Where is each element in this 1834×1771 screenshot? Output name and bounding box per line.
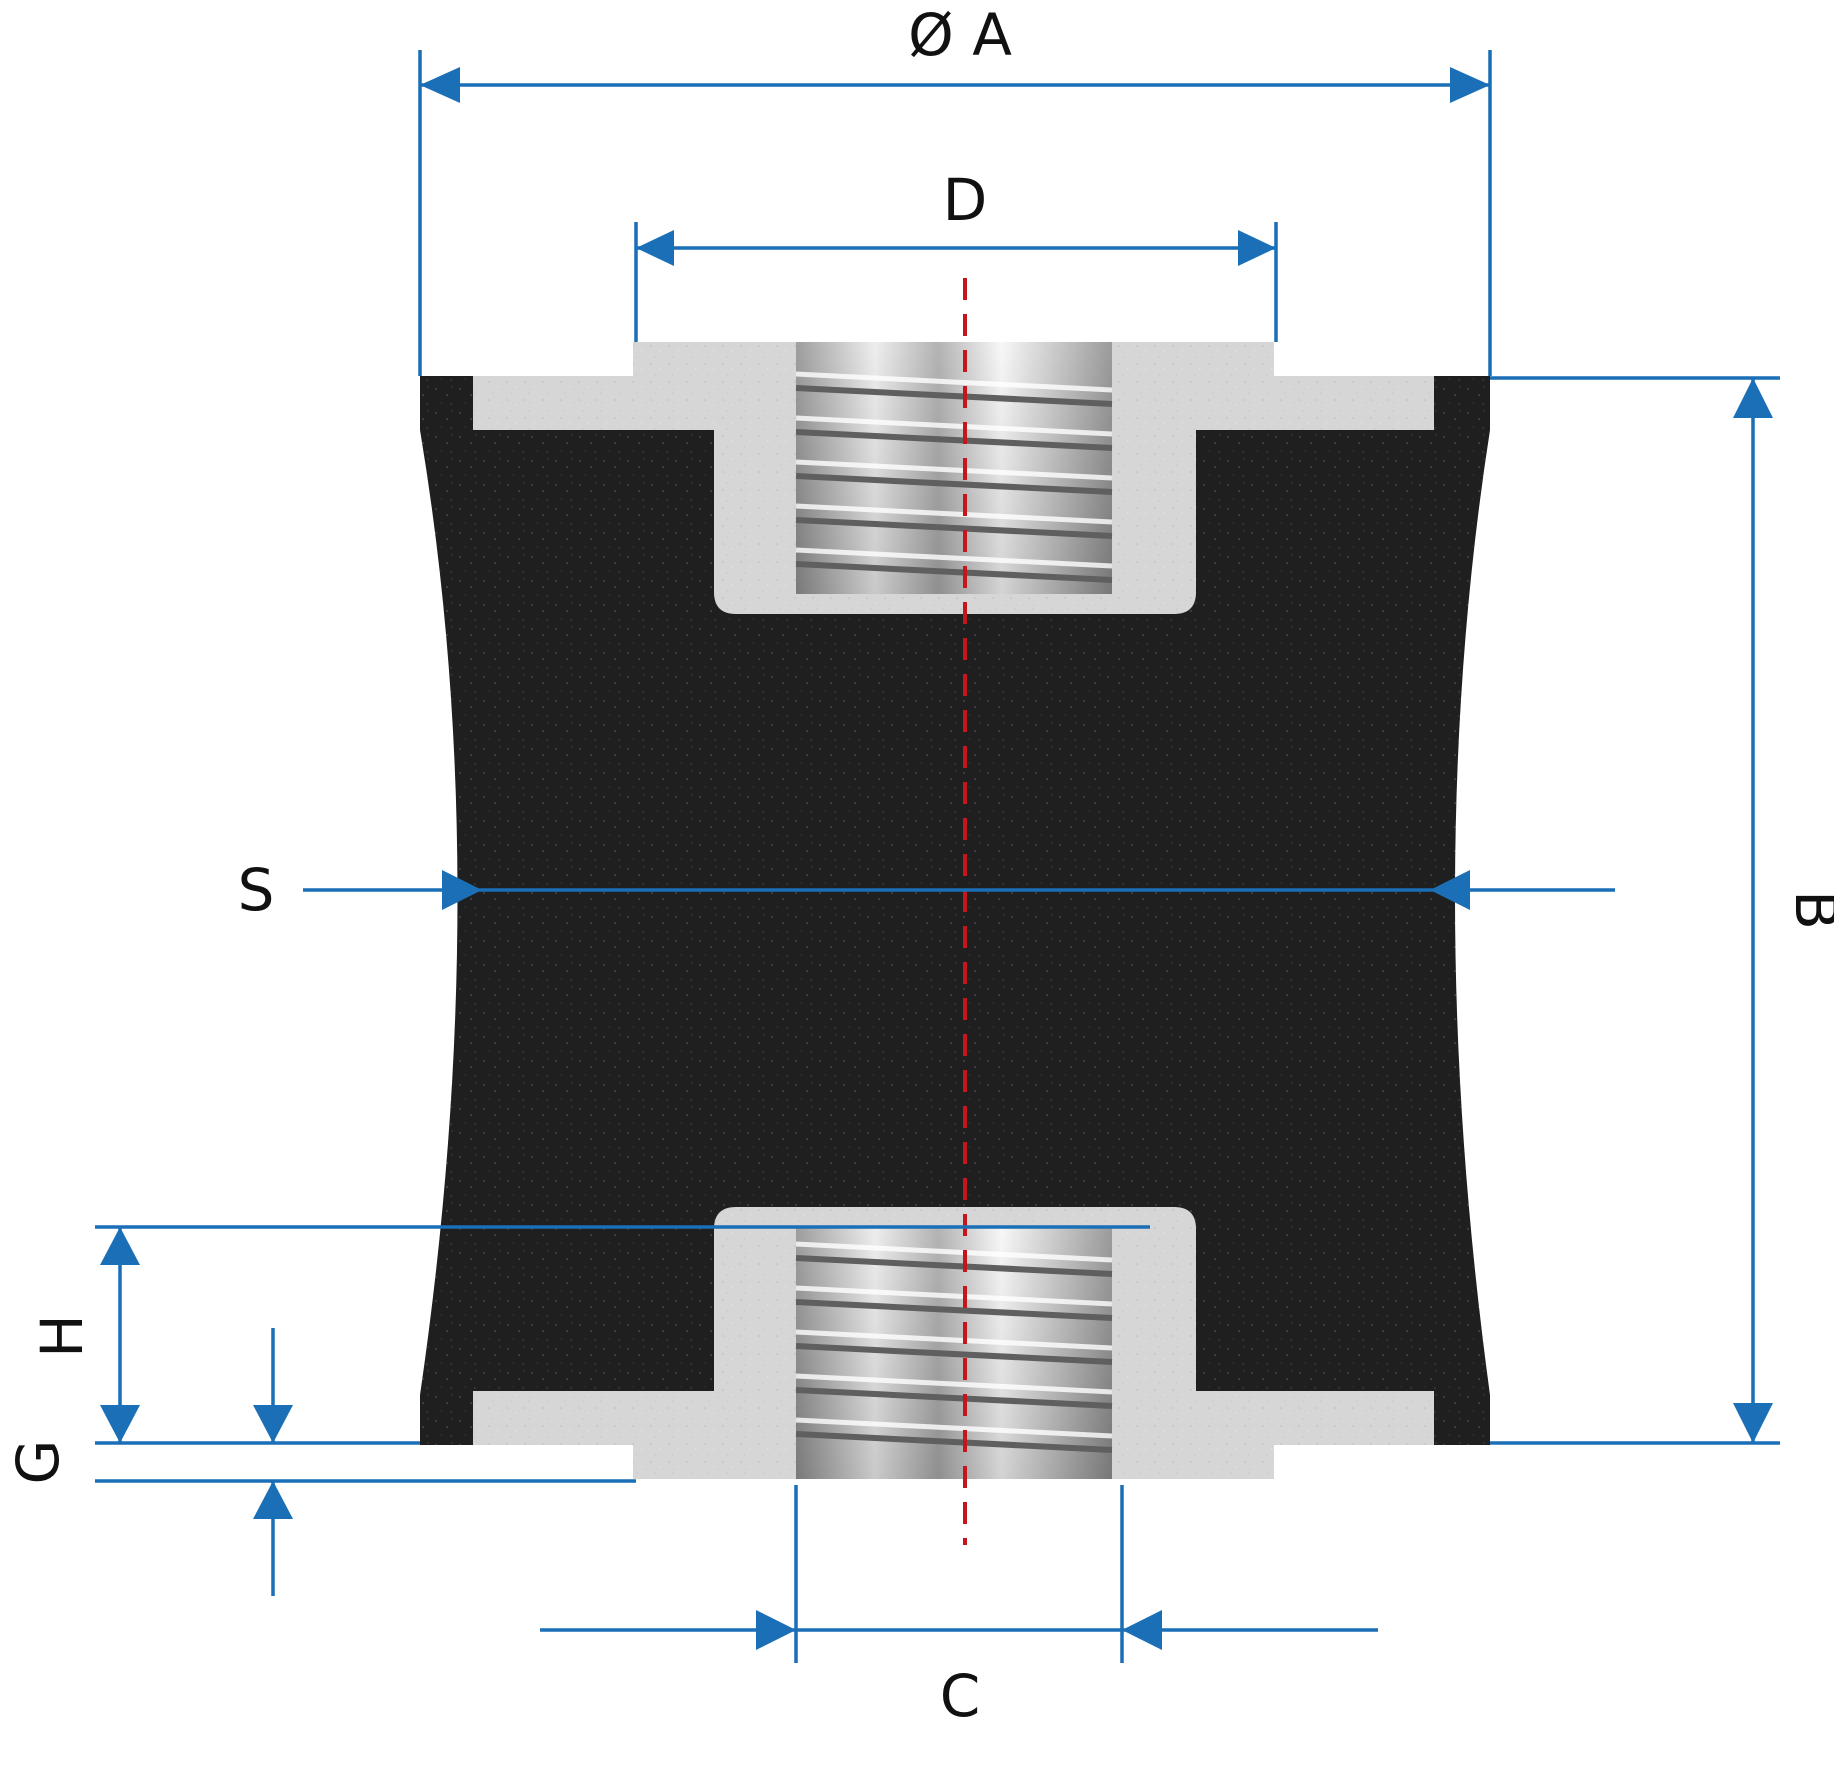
label-d: D bbox=[943, 166, 988, 234]
dimension-arrowheads bbox=[100, 67, 1773, 1650]
label-g: G bbox=[4, 1440, 72, 1485]
label-s: S bbox=[238, 856, 275, 924]
rubber-body bbox=[420, 376, 1490, 1445]
bottom-thread bbox=[795, 1227, 1113, 1479]
label-diameter-a: Ø A bbox=[908, 1, 1012, 69]
label-c: C bbox=[940, 1662, 981, 1730]
label-h: H bbox=[28, 1314, 96, 1358]
dimension-lines bbox=[95, 50, 1780, 1663]
label-b: B bbox=[1782, 890, 1834, 930]
top-thread bbox=[795, 342, 1113, 594]
